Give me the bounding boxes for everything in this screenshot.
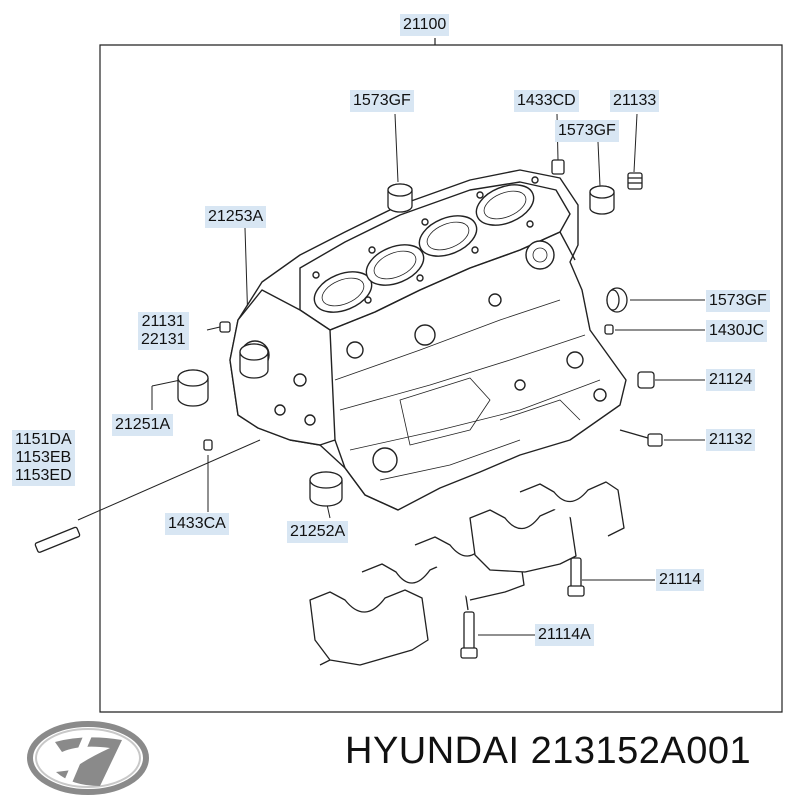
part-label-1153ed: 1153ED	[15, 467, 72, 484]
part-label-1430jc[interactable]: 1430JC	[706, 320, 768, 342]
part-label-21131: 21131	[141, 313, 185, 330]
bearing-caps	[309, 481, 625, 666]
part-label-21132[interactable]: 21132	[706, 429, 756, 451]
hyundai-logo	[27, 721, 149, 795]
part-label-1573gf-right[interactable]: 1573GF	[706, 290, 770, 312]
brand-part-number: HYUNDAI 213152A001	[345, 730, 751, 773]
part-label-1153eb: 1153EB	[15, 449, 72, 466]
part-label-22131: 22131	[141, 331, 186, 348]
engine-block	[229, 169, 627, 511]
part-label-1433ca[interactable]: 1433CA	[165, 513, 229, 535]
small-parts	[34, 159, 663, 659]
part-label-21131-22131[interactable]: 21131 22131	[138, 312, 189, 350]
part-label-1573gf-left[interactable]: 1573GF	[350, 90, 414, 112]
part-label-1433cd[interactable]: 1433CD	[514, 90, 579, 112]
part-label-1151da: 1151DA	[15, 431, 72, 448]
part-label-stud-group[interactable]: 1151DA 1153EB 1153ED	[12, 430, 75, 486]
part-label-21253a[interactable]: 21253A	[205, 206, 267, 228]
diagram-frame	[99, 38, 783, 713]
part-label-21251a[interactable]: 21251A	[112, 414, 174, 436]
part-label-1573gf-mid[interactable]: 1573GF	[555, 120, 619, 142]
part-label-21133[interactable]: 21133	[610, 90, 660, 112]
part-label-21124[interactable]: 21124	[706, 369, 756, 391]
brand-name: HYUNDAI	[345, 730, 520, 772]
part-label-21100[interactable]: 21100	[400, 14, 450, 36]
part-label-21114[interactable]: 21114	[656, 569, 705, 591]
part-number: 213152A001	[530, 730, 752, 772]
part-label-21114a[interactable]: 21114A	[535, 624, 594, 646]
part-label-21252a[interactable]: 21252A	[287, 521, 349, 543]
